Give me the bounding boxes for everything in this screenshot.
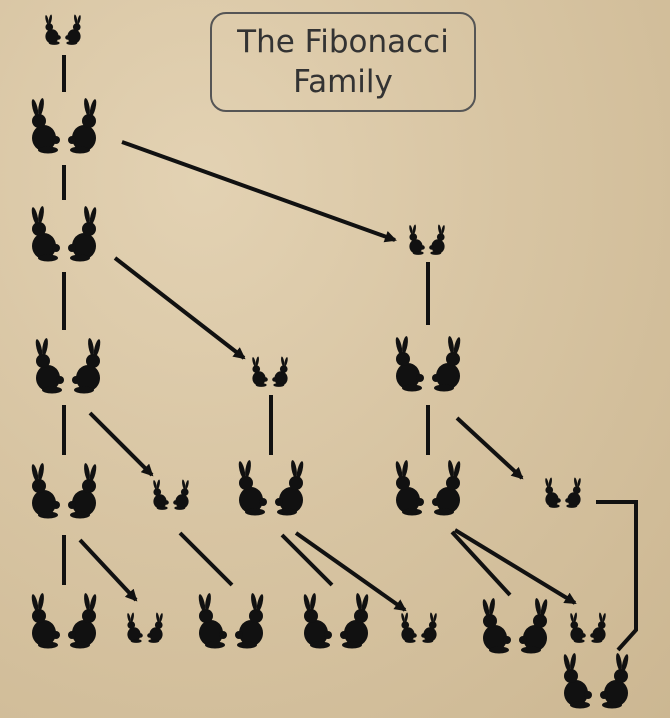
rabbit-icon (68, 97, 98, 154)
rabbit-pair-adult (30, 205, 98, 262)
rabbit-icon (275, 459, 305, 516)
rabbit-icon (30, 592, 60, 649)
rabbit-pair-adult (197, 592, 265, 649)
rabbit-pairs (30, 14, 630, 709)
offspring-arrow (455, 416, 524, 480)
lineage-lines (62, 55, 638, 652)
rabbit-pair-adult (394, 459, 462, 516)
rabbit-icon (432, 335, 462, 392)
rabbit-icon (173, 479, 190, 510)
offspring-arrow (294, 531, 407, 612)
rabbit-icon (30, 462, 60, 519)
rabbit-icon (68, 592, 98, 649)
rabbit-icon (34, 337, 64, 394)
rabbit-icon (237, 459, 267, 516)
rabbit-icon (68, 462, 98, 519)
offspring-arrow (453, 528, 577, 605)
rabbit-icon (400, 612, 417, 643)
rabbit-icon (235, 592, 265, 649)
rabbit-icon (272, 356, 289, 387)
rabbit-icon (565, 477, 582, 508)
rabbit-pair-adult (30, 97, 98, 154)
rabbit-icon (590, 612, 607, 643)
rabbit-icon (481, 597, 511, 654)
rabbit-pair-baby (544, 477, 582, 508)
rabbit-icon (421, 612, 438, 643)
title-line-2: Family (293, 64, 393, 100)
rabbit-pair-baby (569, 612, 607, 643)
rabbit-icon (147, 612, 164, 643)
rabbit-icon (394, 459, 424, 516)
rabbit-icon (408, 224, 425, 255)
rabbit-pair-adult (30, 592, 98, 649)
rabbit-icon (72, 337, 102, 394)
offspring-arrow (78, 538, 138, 602)
rabbit-icon (65, 14, 82, 45)
rabbit-icon (600, 652, 630, 709)
rabbit-icon (126, 612, 143, 643)
rabbit-icon (68, 205, 98, 262)
rabbit-pair-adult (481, 597, 549, 654)
title-box: The Fibonacci Family (210, 12, 476, 112)
rabbit-icon (569, 612, 586, 643)
lineage-line (178, 531, 234, 587)
rabbit-icon (429, 224, 446, 255)
rabbit-pair-baby (408, 224, 446, 255)
rabbit-icon (519, 597, 549, 654)
rabbit-icon (30, 205, 60, 262)
rabbit-pair-baby (251, 356, 289, 387)
offspring-arrow (113, 256, 246, 360)
rabbit-pair-adult (34, 337, 102, 394)
rabbit-pair-baby (44, 14, 82, 45)
rabbit-icon (432, 459, 462, 516)
rabbit-pair-adult (394, 335, 462, 392)
rabbit-icon (44, 14, 61, 45)
lineage-bracket (596, 500, 638, 652)
rabbit-pair-adult (30, 462, 98, 519)
offspring-arrow (88, 411, 154, 477)
rabbit-icon (562, 652, 592, 709)
title-line-1: The Fibonacci (237, 24, 449, 60)
rabbit-icon (197, 592, 227, 649)
lineage-line (450, 530, 512, 597)
rabbit-pair-baby (400, 612, 438, 643)
rabbit-pair-adult (302, 592, 370, 649)
rabbit-icon (251, 356, 268, 387)
rabbit-pair-adult (237, 459, 305, 516)
rabbit-pair-baby (152, 479, 190, 510)
offspring-arrow (121, 140, 397, 243)
rabbit-icon (302, 592, 332, 649)
rabbit-icon (152, 479, 169, 510)
rabbit-icon (340, 592, 370, 649)
rabbit-icon (30, 97, 60, 154)
rabbit-icon (394, 335, 424, 392)
rabbit-icon (544, 477, 561, 508)
lineage-line (280, 533, 334, 587)
rabbit-pair-adult (562, 652, 630, 709)
rabbit-pair-baby (126, 612, 164, 643)
